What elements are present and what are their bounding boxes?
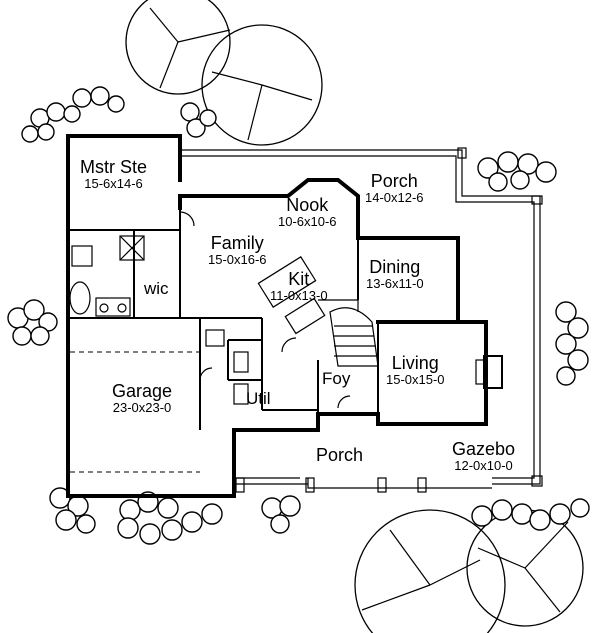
shrubs-bottom-right: [471, 498, 590, 531]
shrubs-right: [555, 301, 589, 386]
room-name: Family: [210, 233, 264, 253]
room-gazebo: Gazebo 12-0x10-0: [452, 440, 515, 473]
tree-bottom: [354, 509, 584, 633]
room-family: Family 15-0x16-6: [208, 234, 267, 267]
room-dimensions: 11-0x13-0: [270, 287, 328, 303]
room-name: Living: [391, 353, 439, 373]
room-name: Mstr Ste: [80, 157, 148, 177]
shrubs-left: [7, 299, 58, 346]
interior-walls: [68, 208, 503, 430]
exterior-walls: [66, 134, 488, 498]
room-name: Util: [246, 389, 271, 408]
room-dimensions: 15-6x14-6: [84, 175, 143, 191]
garage-door-dashes: [70, 351, 200, 473]
porch-railing: [180, 147, 543, 493]
room-dimensions: 14-0x12-6: [365, 189, 424, 205]
room-name: Foy: [322, 369, 351, 388]
room-name: wic: [144, 279, 169, 298]
doors: [179, 211, 351, 409]
kitchen-fixtures: [257, 256, 359, 335]
utility-fixtures: [205, 329, 249, 405]
room-master-suite: Mstr Ste 15-6x14-6: [80, 158, 147, 191]
tree-top: [125, 0, 323, 146]
room-kitchen: Kit 11-0x13-0: [270, 270, 328, 303]
room-dimensions: 15-0x15-0: [386, 371, 445, 387]
room-dimensions: 12-0x10-0: [454, 457, 513, 473]
room-dining: Dining 13-6x11-0: [366, 258, 424, 291]
room-dimensions: 15-0x16-6: [208, 251, 267, 267]
room-name: Kit: [288, 269, 310, 289]
shrubs-right-top: [477, 151, 557, 192]
room-nook: Nook 10-6x10-6: [278, 196, 337, 229]
bath-fixtures: [69, 235, 145, 317]
room-dimensions: 13-6x11-0: [366, 275, 424, 291]
room-porch-rear: Porch 14-0x12-6: [365, 172, 424, 205]
shrubs-top-left: [21, 86, 217, 143]
room-name: Gazebo: [452, 439, 516, 459]
room-name: Nook: [286, 195, 329, 215]
room-name: Dining: [369, 257, 421, 277]
room-name: Porch: [370, 171, 418, 191]
room-utility: Util: [246, 390, 271, 408]
room-living: Living 15-0x15-0: [386, 354, 445, 387]
room-dimensions: 10-6x10-6: [278, 213, 337, 229]
room-foyer: Foy: [322, 370, 350, 388]
room-name: Porch: [316, 445, 364, 465]
stairs: [329, 307, 379, 367]
room-dimensions: 23-0x23-0: [112, 399, 172, 415]
room-porch-front: Porch: [316, 446, 363, 465]
room-name: Garage: [112, 381, 173, 401]
room-wic: wic: [144, 280, 169, 298]
room-garage: Garage 23-0x23-0: [112, 382, 172, 415]
